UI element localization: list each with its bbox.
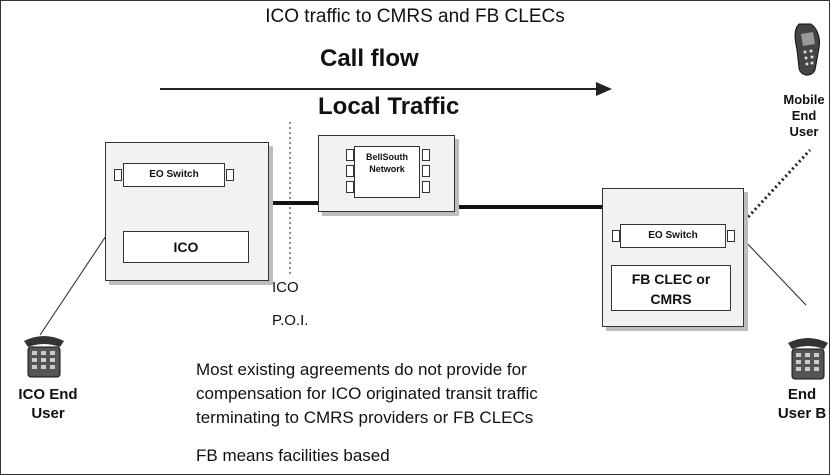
port [422, 149, 430, 161]
ico-box: EO Switch ICO [105, 142, 269, 281]
clec-cmrs-label-box: FB CLEC or CMRS [611, 265, 731, 311]
poi-label: P.O.I. [272, 312, 309, 329]
end-user-b-line2: User B [777, 405, 827, 422]
bellsouth-label: BellSouth [366, 152, 408, 162]
clec-cmrs-box: EO Switch FB CLEC or CMRS [602, 188, 744, 327]
note-text: Most existing agreements do not provide … [196, 358, 538, 430]
mobile-phone-icon [794, 23, 820, 76]
footnote: FB means facilities based [196, 446, 390, 465]
note-line3: terminating to CMRS providers or FB CLEC… [196, 408, 534, 427]
note-line2: compensation for ICO originated transit … [196, 384, 538, 403]
eo-switch-right-label: EO Switch [648, 230, 698, 241]
eo-switch-left-label: EO Switch [149, 169, 199, 180]
port [727, 230, 735, 242]
port [114, 169, 122, 181]
ico-end-user-label: ICO End User [8, 385, 88, 423]
port [346, 165, 354, 177]
ico-label-box: ICO [123, 231, 249, 263]
port [346, 149, 354, 161]
network-label: Network [369, 164, 405, 174]
end-user-b-label: End User B [762, 385, 830, 423]
call-flow-label: Call flow [320, 45, 419, 72]
eo-switch-right: EO Switch [620, 224, 726, 248]
port [422, 181, 430, 193]
end-user-b-line1: End [787, 386, 817, 403]
ico-poi-label: ICO [272, 279, 299, 296]
desk-phone-icon [24, 336, 64, 378]
note-line1: Most existing agreements do not provide … [196, 360, 527, 379]
bellsouth-network-switch: BellSouth Network [354, 146, 420, 198]
ico-label: ICO [173, 239, 199, 255]
eo-switch-left: EO Switch [123, 163, 225, 187]
port [612, 230, 620, 242]
ico-user-line1: ICO End [18, 386, 78, 403]
ico-user-line2: User [31, 405, 65, 422]
port [422, 165, 430, 177]
local-traffic-label: Local Traffic [318, 93, 460, 120]
port [226, 169, 234, 181]
bellsouth-network-box: BellSouth Network [318, 135, 455, 212]
mobile-user-line1: Mobile [783, 92, 825, 107]
port [346, 181, 354, 193]
cmrs-label: CMRS [650, 291, 692, 307]
mobile-end-user-label: Mobile End User [772, 92, 830, 140]
mobile-user-line3: User [789, 124, 819, 139]
fb-clec-label: FB CLEC or [631, 271, 711, 287]
slide-title: ICO traffic to CMRS and FB CLECs [265, 6, 565, 27]
call-flow-arrowhead [596, 82, 612, 96]
desk-phone-icon [788, 338, 828, 380]
call-flow-arrow [160, 88, 600, 90]
mobile-user-line2: End [791, 108, 817, 123]
